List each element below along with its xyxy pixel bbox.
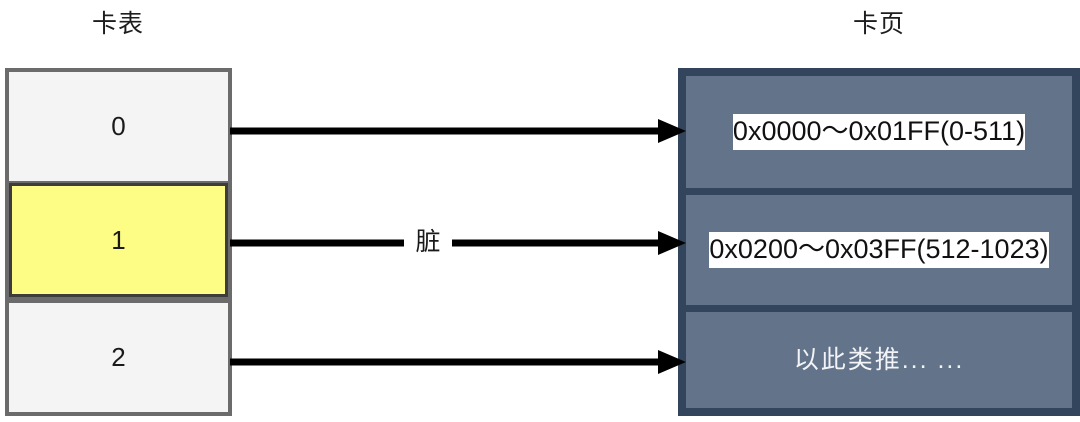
- arrow-card2-to-page2: [230, 350, 686, 374]
- card-table-cell-0-label: 0: [111, 110, 126, 141]
- card-table-cell-0[interactable]: 0: [9, 72, 228, 181]
- card-table-cell-2[interactable]: 2: [9, 303, 228, 413]
- card-page-cell-0[interactable]: 0x0000～0x01FF(0-511): [686, 76, 1072, 188]
- arrow-label-dirty: 脏: [404, 230, 452, 255]
- card-table: 0 1 2: [5, 68, 232, 416]
- card-table-cell-1-dirty[interactable]: 1: [9, 182, 228, 298]
- card-page-cell-2[interactable]: 以此类推... ...: [686, 312, 1072, 408]
- card-page-cell-1[interactable]: 0x0200～0x03FF(512-1023): [686, 195, 1072, 305]
- arrow-card0-to-page0: [230, 119, 686, 143]
- card-table-cell-2-label: 2: [111, 342, 126, 373]
- card-page-title: 卡页: [852, 10, 905, 38]
- card-page-cell-0-label: 0x0000～0x01FF(0-511): [732, 114, 1026, 150]
- card-page-cell-1-label: 0x0200～0x03FF(512-1023): [709, 232, 1049, 268]
- card-pages: 0x0000～0x01FF(0-511) 0x0200～0x03FF(512-1…: [678, 68, 1080, 416]
- card-page-cell-2-label: 以此类推... ...: [793, 345, 965, 374]
- card-table-title: 卡表: [91, 10, 144, 38]
- card-table-cell-1-label: 1: [111, 224, 126, 255]
- arrow-card1-to-page1: [230, 231, 686, 255]
